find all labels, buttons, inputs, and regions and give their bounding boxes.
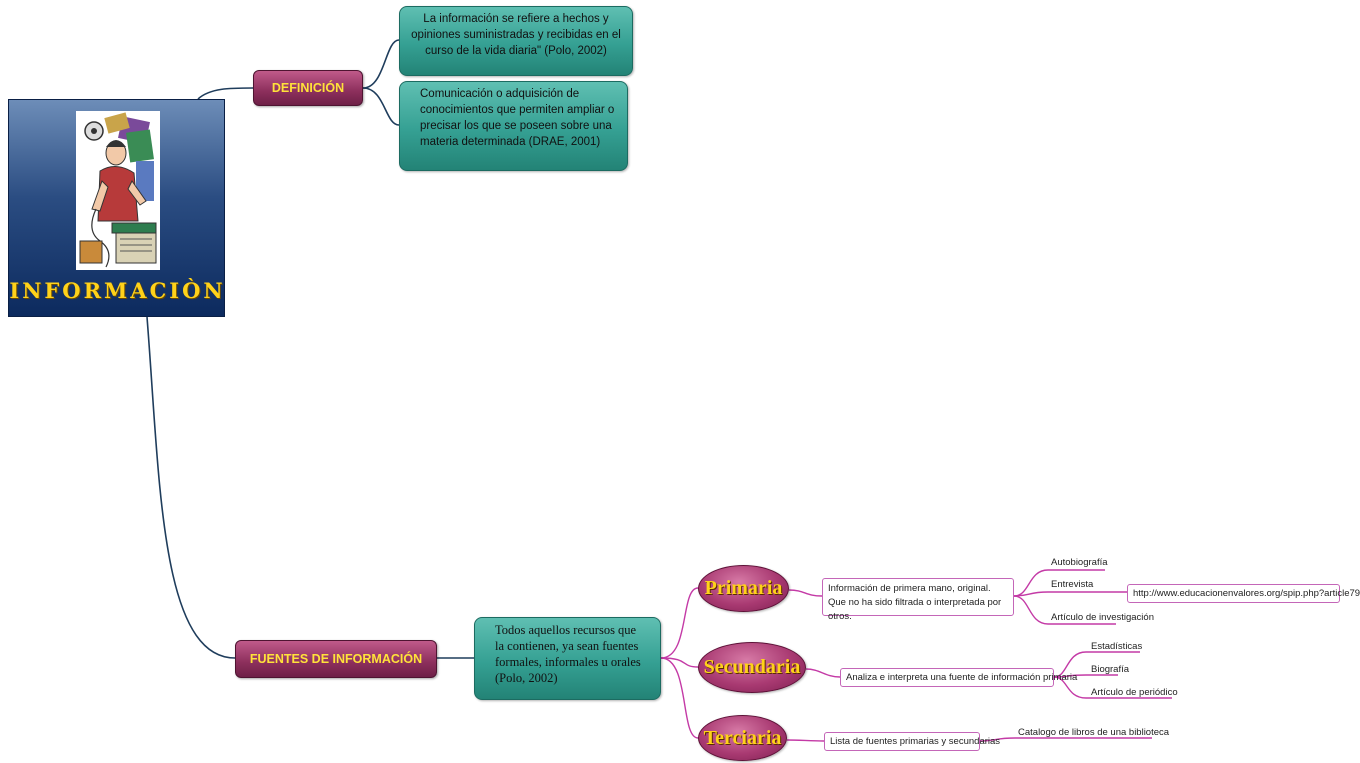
connector-note-primaria xyxy=(660,587,699,659)
secundaria-description[interactable]: Analiza e interpreta una fuente de infor… xyxy=(840,668,1077,687)
connector-note-terciaria xyxy=(660,657,699,739)
connector-desc-autobiografia xyxy=(1013,569,1105,597)
connector-central-definicion xyxy=(197,87,254,100)
connector-desc2-estadisticas xyxy=(1053,651,1140,678)
connector-secundaria-desc xyxy=(805,668,841,678)
topic-definicion[interactable]: DEFINICIÓN xyxy=(253,70,363,106)
leaf-estadisticas[interactable]: Estadísticas xyxy=(1091,641,1143,652)
person-reading-illustration xyxy=(76,111,160,270)
primaria-url-link[interactable]: http://www.educacionenvalores.org/spip.p… xyxy=(1127,584,1360,603)
leaf-entrevista[interactable]: Entrevista xyxy=(1051,579,1094,590)
connector-definicion-note2 xyxy=(362,87,400,126)
subtopic-secundaria[interactable]: Secundaria xyxy=(698,642,806,693)
leaf-autobiografia[interactable]: Autobiografía xyxy=(1051,557,1108,568)
connector-desc-articulo xyxy=(1013,595,1116,625)
leaf-articulo-de-investigacion[interactable]: Artículo de investigación xyxy=(1051,612,1154,623)
leaf-catalogo-de-libros[interactable]: Catalogo de libros de una biblioteca xyxy=(1018,727,1170,738)
connector-primaria-desc xyxy=(788,589,823,597)
leaf-biografia[interactable]: Biografía xyxy=(1091,664,1130,675)
primaria-description[interactable]: Información de primera mano, original. Q… xyxy=(822,578,1014,622)
terciaria-description[interactable]: Lista de fuentes primarias y secundarias xyxy=(824,732,1000,751)
central-title: INFORMACIÒN xyxy=(9,278,226,303)
connector-desc2-periodico xyxy=(1053,676,1172,699)
definicion-note-1[interactable]: La información se refiere a hechos y opi… xyxy=(399,6,633,76)
central-topic[interactable]: INFORMACIÒN xyxy=(8,99,225,317)
connector-desc3-catalogo xyxy=(979,737,1152,742)
subtopic-primaria[interactable]: Primaria xyxy=(698,565,789,612)
fuentes-note[interactable]: Todos aquellos recursos que la contienen… xyxy=(474,617,661,700)
leaf-articulo-de-periodico[interactable]: Artículo de periódico xyxy=(1091,687,1178,698)
connector-note-secundaria xyxy=(660,657,699,668)
connector-central-fuentes xyxy=(146,316,236,659)
connector-definicion-note1 xyxy=(362,39,400,89)
connector-terciaria-desc xyxy=(786,739,825,742)
connector-desc-entrevista xyxy=(1013,591,1127,597)
definicion-note-2[interactable]: Comunicación o adquisición de conocimien… xyxy=(399,81,628,171)
topic-fuentes-de-informacion[interactable]: FUENTES DE INFORMACIÓN xyxy=(235,640,437,678)
subtopic-terciaria[interactable]: Terciaria xyxy=(698,715,787,761)
